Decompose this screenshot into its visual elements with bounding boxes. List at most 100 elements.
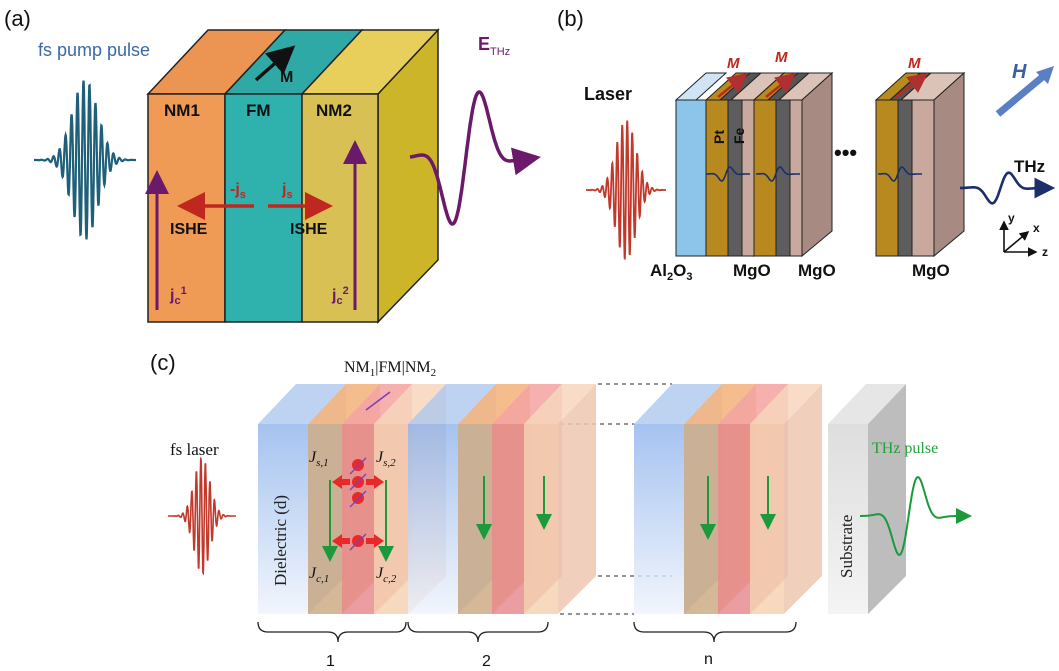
spin-arrow-left-1: [332, 475, 350, 489]
h-field-arrowhead: [1036, 66, 1054, 84]
thz-wiggle-2: [756, 166, 800, 182]
axis-x-label: x: [1033, 221, 1040, 235]
thz-label-c: THz pulse: [872, 440, 938, 457]
pump-pulse-wave: [34, 80, 136, 240]
dielectric-2: [408, 424, 458, 614]
fm-layer: [224, 93, 303, 323]
nm1-layer-1-top: [308, 384, 380, 424]
fe-label: Fe: [731, 127, 747, 144]
nm2-layer: [301, 93, 379, 323]
mgo-layer-2: [789, 99, 803, 257]
ishe-left-label: ISHE: [170, 221, 208, 238]
nm2-layer-n-top: [750, 384, 822, 424]
ishe-right-label: ISHE: [290, 221, 328, 238]
nm1-label: NM1: [164, 101, 200, 120]
panel-a: (a) fs pump pulse M NM1 FM NM2 -js js IS…: [4, 6, 541, 324]
axis-triad: y x z: [999, 211, 1048, 259]
spin-arrow-right-1: [366, 475, 384, 489]
fs-laser-label: fs laser: [170, 440, 219, 459]
magnetization-arrow: [254, 45, 296, 82]
currents-group-1: [322, 391, 394, 562]
thz-output-c: [860, 476, 972, 556]
jc2-label: jc2: [331, 285, 349, 307]
m-arrow-n: [895, 73, 928, 98]
nm2-label: NM2: [316, 101, 352, 120]
fm-layer-1-top: [342, 384, 412, 424]
mgo-label-1: MgO: [733, 261, 771, 280]
al2o3-layer: [675, 99, 707, 257]
spin-arrow-left-2: [332, 534, 350, 548]
pump-label: fs pump pulse: [38, 40, 150, 60]
nm2-layer-2-side: [558, 384, 596, 614]
substrate-block: [828, 384, 906, 614]
js2-label: Js,2: [376, 449, 396, 469]
dielectric-1: [258, 424, 308, 614]
panel-c-label: (c): [150, 350, 176, 375]
brace-2: [407, 621, 549, 643]
mgo-side-n: [933, 71, 965, 258]
thz-output-b: [960, 171, 1056, 205]
brace-1: [257, 621, 407, 643]
brace-label-2: 2: [482, 653, 491, 670]
pt-layer-2: [753, 99, 777, 257]
fm-magnetization-arrow: [365, 391, 391, 411]
fm-layer-1: [342, 424, 374, 614]
nm2-layer-2-top: [524, 384, 596, 424]
e-thz-label: ETHz: [478, 34, 510, 58]
jc1-label: jc1: [169, 285, 187, 307]
panel-b-label: (b): [557, 6, 584, 31]
dielectric-n-top: [634, 384, 722, 424]
dielectric-n: [634, 424, 684, 614]
spin-arrow-right-2: [366, 534, 384, 548]
thz-wiggle-1: [706, 166, 750, 182]
nm1-layer-n: [684, 424, 718, 614]
m-label-2: M: [775, 49, 788, 66]
substrate-side: [868, 384, 906, 614]
mgo-layer-n: [911, 99, 935, 257]
laser-pulse-b: [586, 120, 666, 260]
brace-n: [633, 621, 797, 643]
fm-layer-n-top: [718, 384, 788, 424]
spin-tick-2: [349, 473, 367, 491]
nm2-layer-n-side: [784, 384, 822, 614]
fm-label: FM: [246, 101, 271, 120]
dielectric-1-top: [258, 384, 346, 424]
fe-layer-2: [775, 99, 791, 257]
pt-label: Pt: [711, 130, 727, 144]
electron-1: [352, 459, 364, 471]
axis-y-label: y: [1008, 211, 1015, 225]
thz-wiggle-n: [878, 166, 922, 182]
fm-layer-n: [718, 424, 750, 614]
nm1-layer-n-top: [684, 384, 756, 424]
substrate-front: [828, 424, 868, 614]
dielectric-label: Dielectric (d): [271, 495, 290, 586]
mgo-layer-1: [741, 99, 755, 257]
fe-layer-1: [727, 99, 743, 257]
fe-layer-n: [897, 99, 913, 257]
dielectric-2-top: [408, 384, 496, 424]
unit-groups: [258, 384, 822, 614]
spin-tick-3: [349, 490, 367, 508]
electron-3: [352, 492, 364, 504]
m-label-n: M: [908, 55, 921, 72]
js-left-label: -js: [230, 181, 246, 201]
substrate-top: [828, 384, 906, 424]
m-arrow-2: [765, 72, 796, 98]
mgo-label-n: MgO: [912, 261, 950, 280]
nm2-layer-1-top: [374, 384, 446, 424]
mgo-label-2: MgO: [798, 261, 836, 280]
nm1-layer-2-top: [458, 384, 530, 424]
axis-z-label: z: [1042, 245, 1048, 259]
ellipsis-dots: •••: [834, 140, 857, 165]
substrate-label: Substrate: [837, 515, 856, 578]
stack-label: NM1|FM|NM2: [344, 359, 436, 379]
bilayer-unit-n: [874, 71, 966, 258]
spin-tick-4: [349, 533, 367, 551]
nm1-layer-2: [458, 424, 492, 614]
pt-layer-n: [875, 99, 899, 257]
al2o3-label: Al2O3: [650, 261, 692, 283]
js1-label: Js,1: [309, 449, 329, 469]
jc2-label-c: Jc,2: [376, 565, 397, 585]
fm-layer-2: [492, 424, 524, 614]
bilayer-unit-2: [752, 71, 834, 258]
